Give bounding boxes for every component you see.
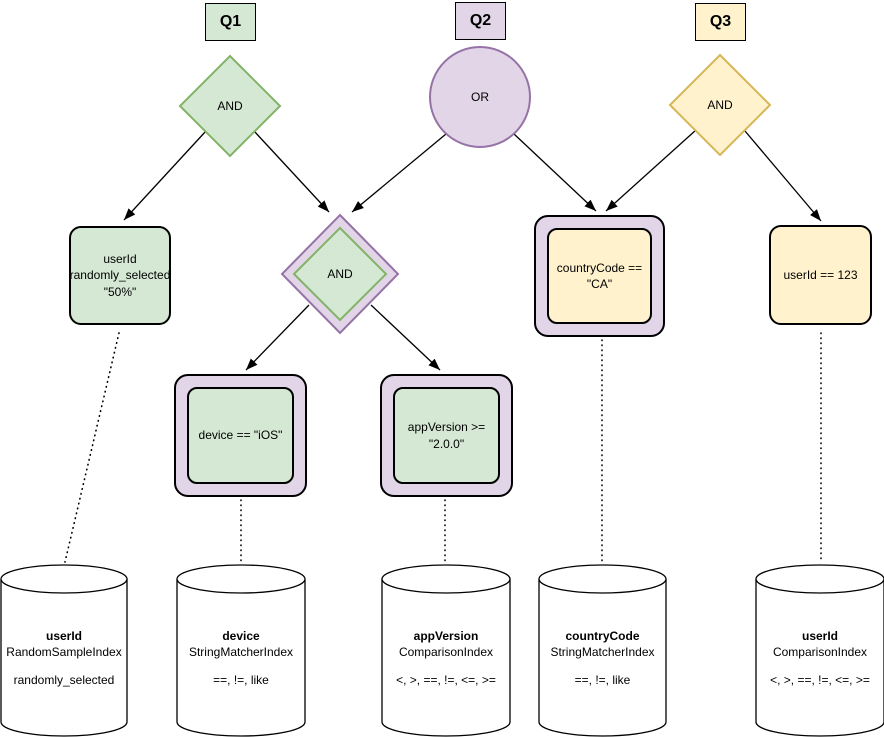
index-field: userId: [801, 629, 838, 643]
index-operators: ==, !=, like: [574, 673, 631, 687]
index-operators: <, >, ==, !=, <=, >=: [770, 673, 870, 687]
condition-line: "2.0.0": [428, 436, 465, 451]
query-label-q3: Q3: [695, 3, 746, 41]
shared-and-label: AND: [327, 267, 353, 281]
q3-and-diamond: [668, 53, 772, 157]
cylinder-userid-comparison: [755, 564, 884, 737]
index-operators: randomly_selected: [13, 673, 115, 687]
index-type: RandomSampleIndex: [6, 645, 122, 659]
q2-or-label: OR: [471, 90, 489, 104]
edge-q1and-to-sharedand: [253, 130, 330, 213]
condition-appversion-wrapper: appVersion >= "2.0.0": [380, 374, 513, 497]
index-type: StringMatcherIndex: [188, 645, 294, 659]
condition-line: device == "iOS": [198, 428, 283, 443]
condition-line: userId: [103, 252, 137, 267]
q1-and-label: AND: [217, 99, 243, 113]
index-appversion-comparison: appVersion ComparisonIndex <, >, ==, !=,…: [382, 628, 510, 688]
index-type: ComparisonIndex: [398, 645, 494, 659]
index-field: appVersion: [413, 629, 479, 643]
index-countrycode-stringmatcher: countryCode StringMatcherIndex ==, !=, l…: [539, 628, 666, 688]
cylinder-appversion-comparison: [381, 564, 511, 737]
edge-q3and-to-country: [605, 129, 697, 212]
index-type: ComparisonIndex: [772, 645, 868, 659]
condition-countrycode: countryCode == "CA": [547, 228, 652, 324]
condition-device: device == "iOS": [187, 387, 294, 484]
cylinder-countrycode-stringmatcher: [538, 564, 667, 737]
index-operators: ==, !=, like: [213, 673, 269, 687]
q2-or-circle: [429, 46, 531, 148]
condition-userid-123: userId == 123: [769, 225, 872, 325]
index-type: StringMatcherIndex: [550, 645, 655, 659]
edge-sharedand-to-appversion: [370, 304, 441, 371]
condition-userid-random: userId randomly_selected "50%": [69, 226, 171, 325]
condition-line: randomly_selected: [69, 268, 171, 283]
edge-q1and-to-random: [123, 130, 207, 221]
index-operators: <, >, ==, !=, <=, >=: [396, 673, 496, 687]
condition-appversion: appVersion >= "2.0.0": [393, 387, 500, 484]
query-label-q2: Q2: [455, 2, 506, 40]
link-random-to-cylinder: [64, 332, 120, 563]
condition-countrycode-wrapper: countryCode == "CA": [534, 215, 665, 337]
condition-line: "CA": [586, 277, 613, 291]
edge-q2or-to-country: [513, 133, 597, 212]
condition-line: userId == 123: [783, 267, 858, 282]
index-field: userId: [45, 629, 82, 643]
index-device-stringmatcher: device StringMatcherIndex ==, !=, like: [177, 628, 305, 688]
cylinder-userid-randomsample: [0, 564, 128, 737]
index-field: device: [222, 629, 260, 643]
index-field: countryCode: [565, 629, 640, 643]
cylinder-device-stringmatcher: [176, 564, 306, 737]
condition-line: countryCode ==: [556, 260, 643, 275]
query-label-q1: Q1: [205, 3, 256, 41]
edge-q3and-to-userid123: [744, 130, 822, 222]
condition-line: "50%": [103, 284, 137, 299]
condition-line: appVersion >=: [407, 420, 486, 435]
condition-device-wrapper: device == "iOS": [174, 374, 307, 497]
index-userid-randomsample: userId RandomSampleIndex randomly_select…: [1, 628, 127, 688]
index-userid-comparison: userId ComparisonIndex <, >, ==, !=, <=,…: [756, 628, 884, 688]
q1-and-diamond: [178, 54, 282, 158]
shared-and-diamond-inner: [292, 226, 388, 322]
edge-q2or-to-sharedand: [351, 133, 447, 213]
edge-sharedand-to-device: [245, 304, 310, 371]
q3-and-label: AND: [707, 98, 733, 112]
